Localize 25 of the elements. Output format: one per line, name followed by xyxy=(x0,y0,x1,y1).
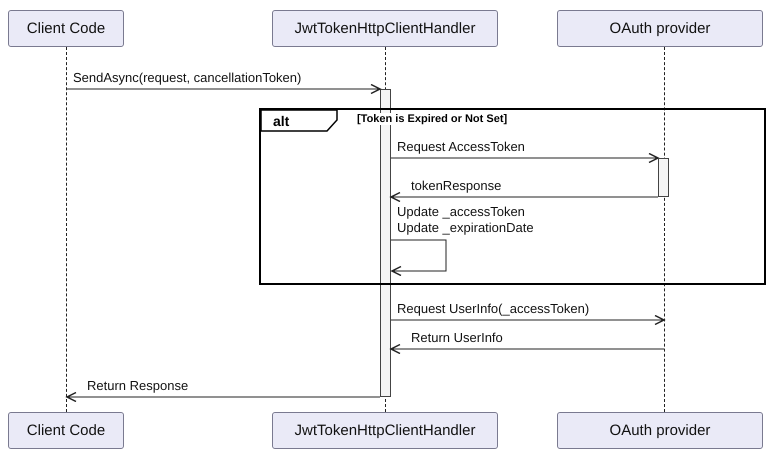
message-label: Return UserInfo xyxy=(411,330,503,346)
participant-box: OAuth provider xyxy=(557,10,763,47)
lifeline xyxy=(66,47,67,412)
participant-box: Client Code xyxy=(8,10,124,47)
activation-bar xyxy=(658,158,669,197)
guard-condition: [Token is Expired or Not Set] xyxy=(356,113,508,125)
participant-box: JwtTokenHttpClientHandler xyxy=(272,10,498,47)
participant-box: JwtTokenHttpClientHandler xyxy=(272,412,498,449)
message-label: tokenResponse xyxy=(411,178,502,194)
message-label: Request UserInfo(_accessToken) xyxy=(397,301,590,317)
message-label: SendAsync(request, cancellationToken) xyxy=(73,70,302,86)
lifeline xyxy=(664,47,665,412)
message-label: Return Response xyxy=(87,378,188,394)
message-label: Update _accessToken Update _expirationDate xyxy=(397,204,535,236)
participant-box: Client Code xyxy=(8,412,124,449)
message-arrow xyxy=(66,84,381,94)
message-label: Request AccessToken xyxy=(397,139,525,155)
participant-box: OAuth provider xyxy=(557,412,763,449)
message-arrow xyxy=(66,392,380,402)
message-arrow xyxy=(390,240,446,276)
message-arrow xyxy=(390,314,665,326)
message-arrow xyxy=(390,152,659,164)
message-arrow xyxy=(390,344,664,354)
fragment-operator: alt xyxy=(273,113,290,129)
message-arrow xyxy=(390,192,658,202)
